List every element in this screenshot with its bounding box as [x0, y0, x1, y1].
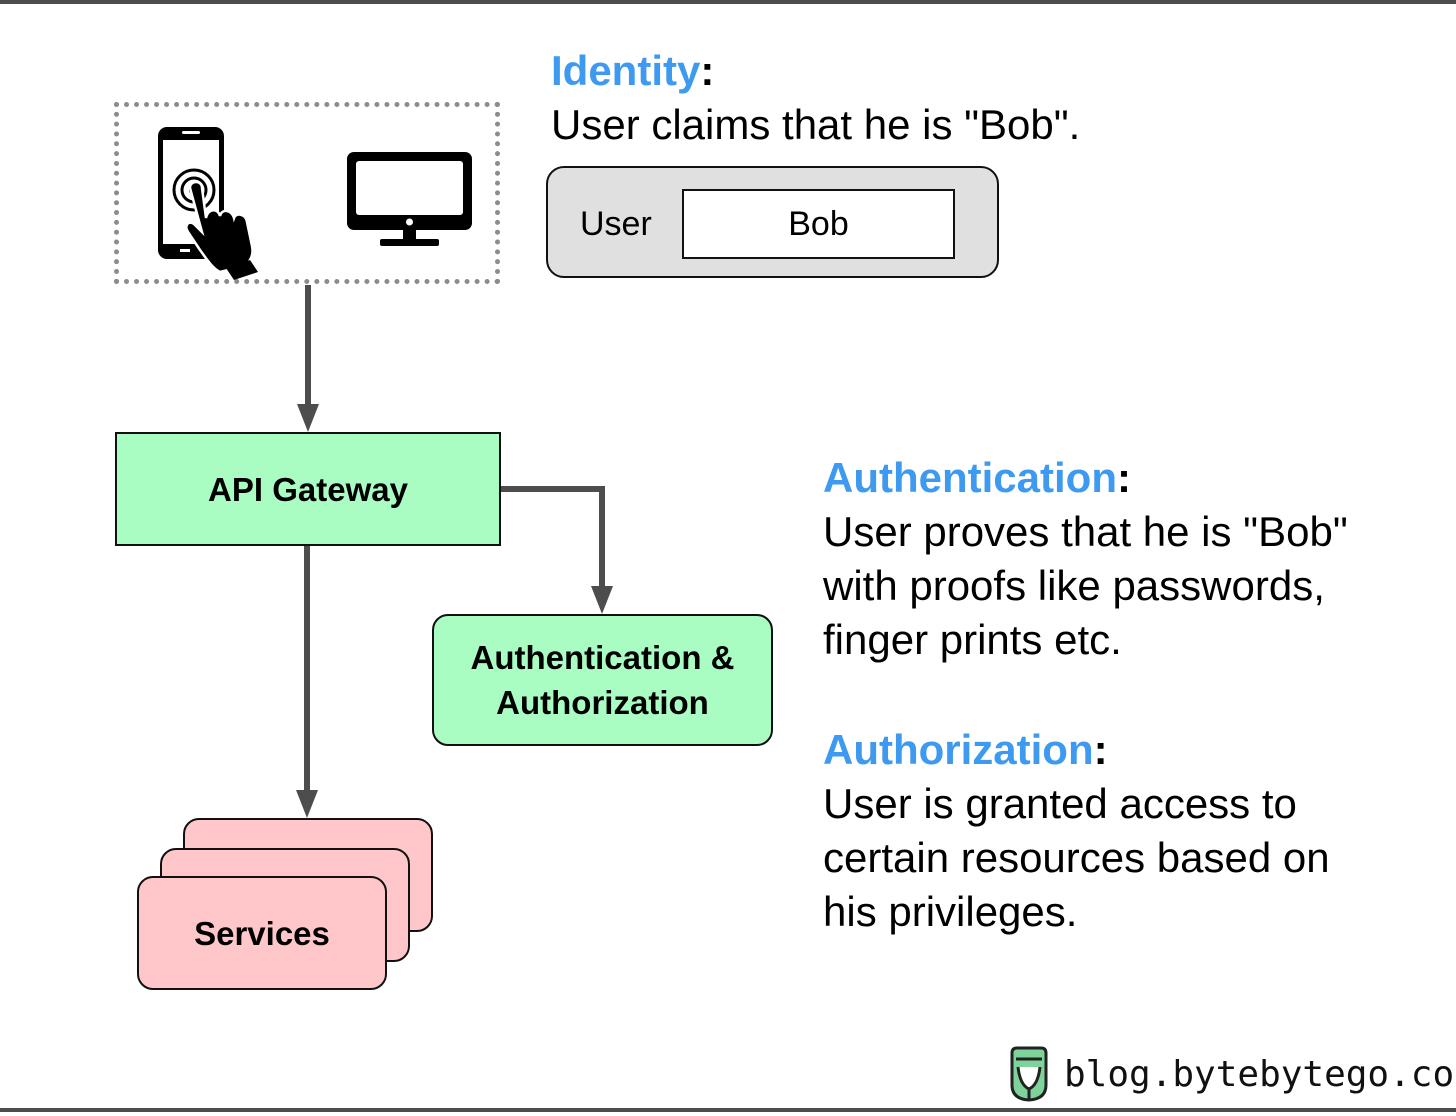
- clients-group: [114, 102, 500, 284]
- services-node: Services: [137, 876, 387, 990]
- username-field[interactable]: Bob: [682, 189, 955, 259]
- arrowhead-auth: [591, 586, 613, 614]
- identity-text: User claims that he is "Bob".: [551, 101, 1081, 148]
- footer-branding: blog.bytebytego.com: [1006, 1044, 1456, 1104]
- authorization-description: Authorization: User is granted access to…: [823, 723, 1433, 939]
- authorization-line-2: certain resources based on: [823, 834, 1330, 881]
- user-label: User: [580, 205, 652, 243]
- authentication-line-1: User proves that he is "Bob": [823, 508, 1348, 555]
- authentication-description: Authentication: User proves that he is "…: [823, 451, 1433, 667]
- arrow-gateway-to-auth: [501, 486, 605, 592]
- bottom-rule: [0, 1108, 1456, 1112]
- bytebytego-logo-icon: [1010, 1046, 1048, 1102]
- services-label: Services: [194, 914, 330, 952]
- monitor-icon: [347, 152, 472, 246]
- authentication-heading: Authentication: [823, 454, 1117, 501]
- authorization-colon: :: [1093, 726, 1108, 773]
- login-form-panel: User Bob: [546, 166, 999, 278]
- auth-service-node: Authentication & Authorization: [432, 614, 773, 746]
- identity-heading: Identity: [551, 47, 701, 94]
- authentication-colon: :: [1116, 454, 1131, 501]
- identity-description: Identity: User claims that he is "Bob".: [551, 44, 1151, 152]
- api-gateway-label: API Gateway: [208, 470, 408, 508]
- api-gateway-node: API Gateway: [115, 432, 501, 546]
- arrowhead-services: [296, 790, 318, 818]
- footer-site[interactable]: blog.bytebytego.com: [1064, 1053, 1456, 1095]
- authorization-heading: Authorization: [823, 726, 1094, 773]
- authorization-line-1: User is granted access to: [823, 780, 1297, 827]
- arrowhead-gateway: [297, 404, 319, 432]
- identity-colon: :: [700, 47, 715, 94]
- auth-node-label-line2: Authorization: [496, 684, 709, 721]
- auth-node-label-line1: Authentication &: [470, 639, 735, 676]
- authorization-line-3: his privileges.: [823, 888, 1078, 935]
- authentication-line-2: with proofs like passwords,: [823, 562, 1325, 609]
- top-rule: [0, 0, 1456, 4]
- authentication-line-3: finger prints etc.: [823, 616, 1122, 663]
- smartphone-touch-icon: [158, 127, 258, 280]
